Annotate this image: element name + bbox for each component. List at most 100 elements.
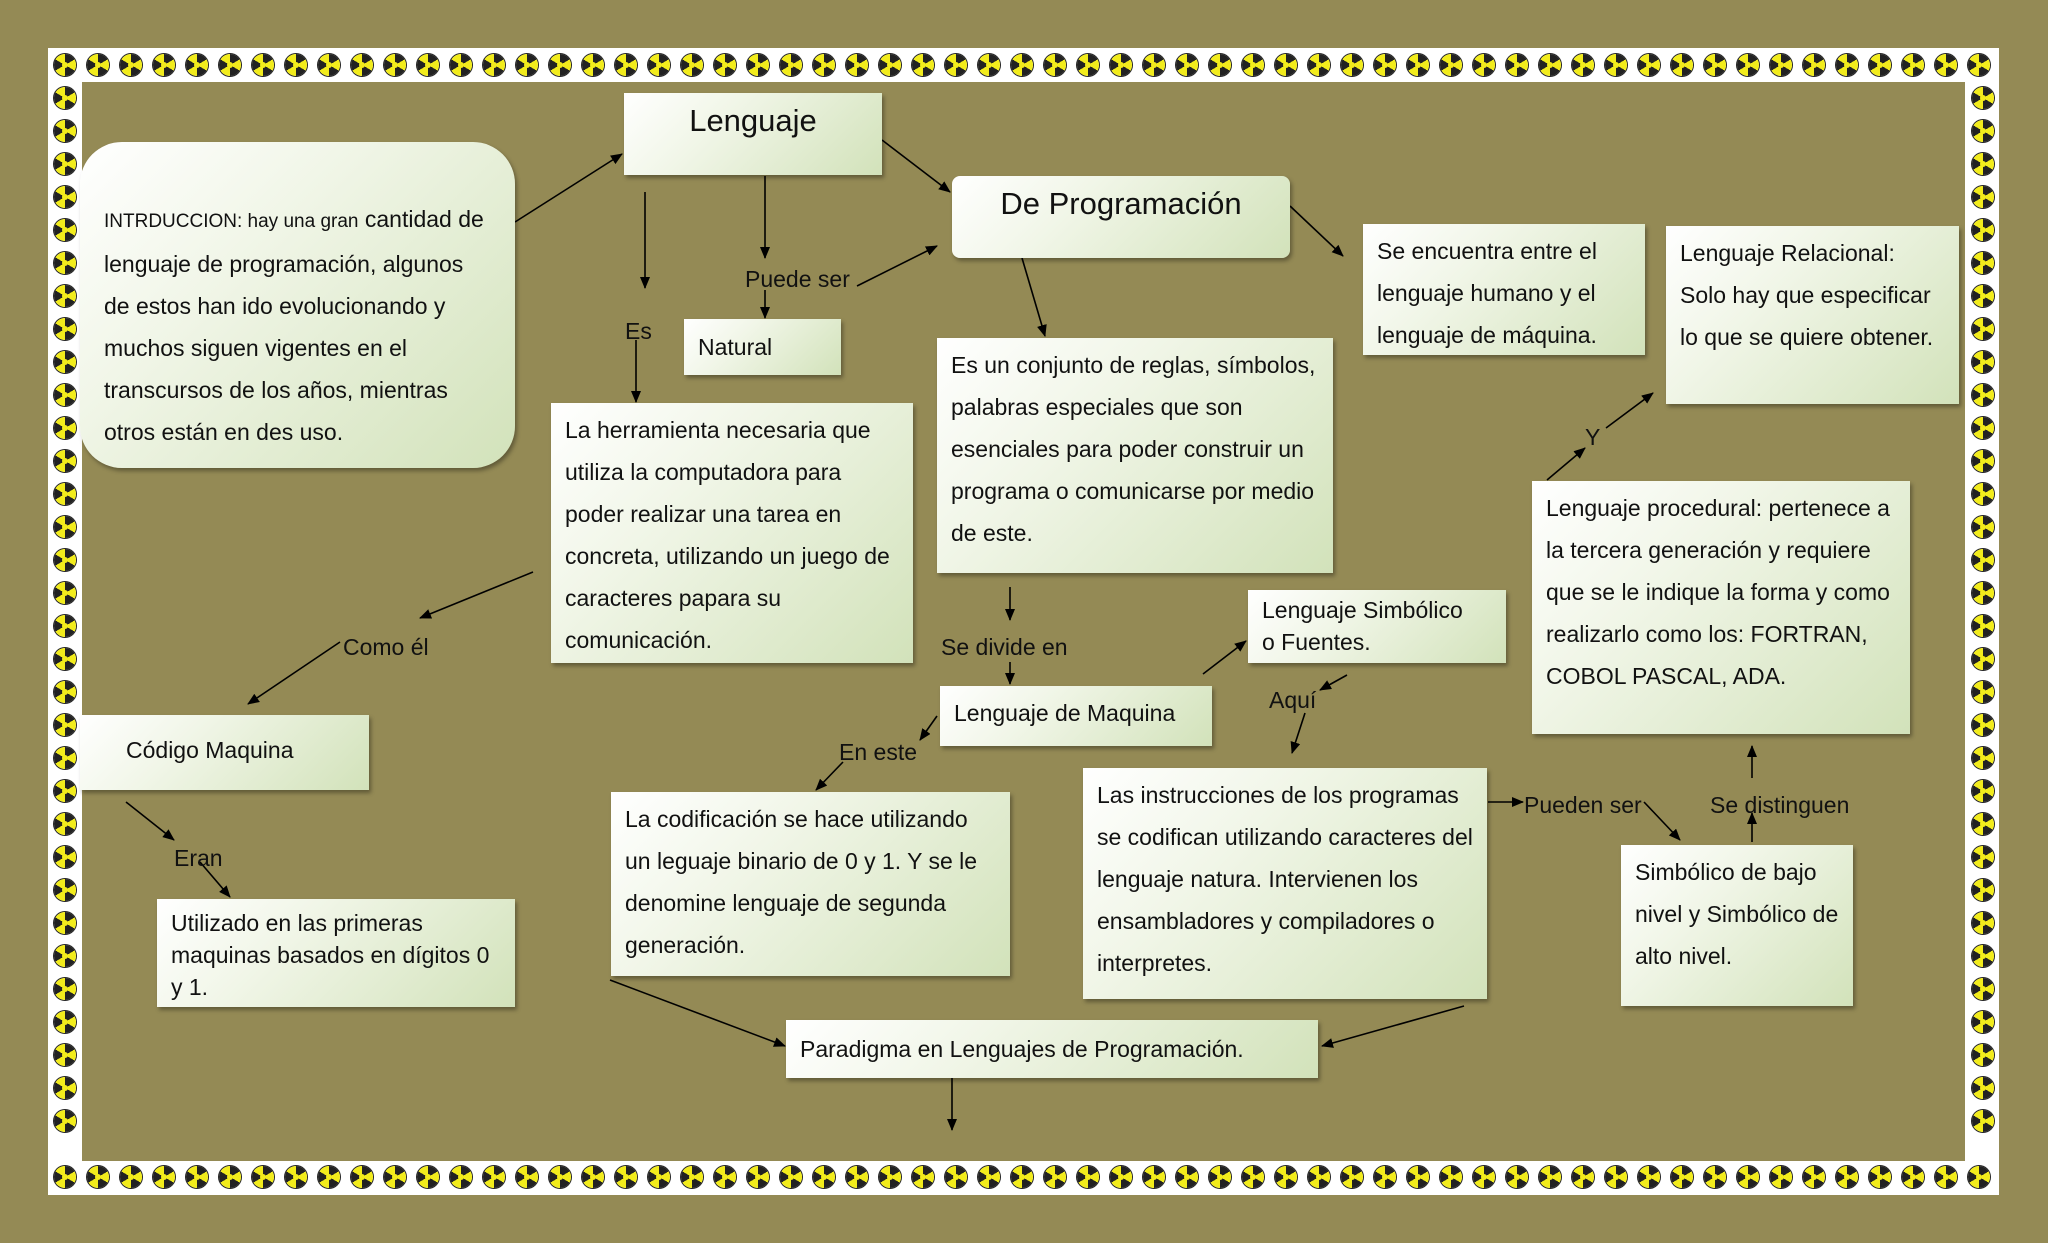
border-badge xyxy=(681,54,703,76)
border-badge xyxy=(54,483,76,505)
border-badge xyxy=(1110,1166,1132,1188)
border-badge xyxy=(1242,54,1264,76)
border-badge xyxy=(54,1044,76,1066)
border-badge xyxy=(54,846,76,868)
border-badge xyxy=(54,450,76,472)
border-badge xyxy=(483,54,505,76)
border-badge xyxy=(483,1166,505,1188)
border-badge xyxy=(879,54,901,76)
border-badge xyxy=(1407,54,1429,76)
border-badge xyxy=(1638,1166,1660,1188)
border-badge xyxy=(1506,1166,1528,1188)
border-badge xyxy=(54,549,76,571)
node-simbolico-fuentes: Lenguaje Simbólico o Fuentes. xyxy=(1248,590,1506,663)
border-badge xyxy=(549,54,571,76)
border-badge xyxy=(1803,1166,1825,1188)
border-badge xyxy=(1275,54,1297,76)
border-badge xyxy=(1972,318,1994,340)
border-badge xyxy=(1440,1166,1462,1188)
border-badge xyxy=(1972,450,1994,472)
border-badge xyxy=(1209,54,1231,76)
border-badge xyxy=(450,1166,472,1188)
border-badge xyxy=(648,54,670,76)
border-badge xyxy=(1972,582,1994,604)
border-badge xyxy=(54,978,76,1000)
border-badge xyxy=(54,351,76,373)
border-badge xyxy=(1143,54,1165,76)
border-badge xyxy=(747,54,769,76)
border-badge xyxy=(714,1166,736,1188)
border-badge xyxy=(846,54,868,76)
border-badge xyxy=(1044,1166,1066,1188)
border-badge xyxy=(1902,1166,1924,1188)
border-badge xyxy=(1972,483,1994,505)
border-badge xyxy=(54,285,76,307)
node-de-programacion: De Programación xyxy=(952,176,1290,258)
border-badge xyxy=(1972,1077,1994,1099)
border-badge xyxy=(54,153,76,175)
border-badge xyxy=(54,219,76,241)
border-badge xyxy=(153,1166,175,1188)
arrow-como-el-to-codigo xyxy=(247,641,341,705)
border-badge xyxy=(1972,813,1994,835)
border-badge xyxy=(945,1166,967,1188)
border-badge xyxy=(384,54,406,76)
border-badge xyxy=(1972,153,1994,175)
arrow-pueden-ser-to-niveles xyxy=(1643,801,1681,841)
border-badge xyxy=(615,1166,637,1188)
border-badge xyxy=(1572,54,1594,76)
border-badge xyxy=(1972,1110,1994,1132)
border-badge xyxy=(1968,54,1990,76)
border-badge xyxy=(1972,351,1994,373)
border-badge xyxy=(516,1166,538,1188)
node-instrucciones: Las instrucciones de los programas se co… xyxy=(1083,768,1487,999)
border-badge xyxy=(1374,54,1396,76)
border-badge xyxy=(1077,54,1099,76)
border-badge xyxy=(780,54,802,76)
border-badge xyxy=(1539,1166,1561,1188)
border-badge xyxy=(1972,714,1994,736)
arrow-codificacion-to-paradigma xyxy=(609,979,786,1047)
arrow-lenguaje-to-programacion xyxy=(881,139,951,193)
border-badge xyxy=(1803,54,1825,76)
border-badge xyxy=(186,54,208,76)
border-badge xyxy=(978,1166,1000,1188)
border-badge xyxy=(1972,846,1994,868)
border-badge xyxy=(54,648,76,670)
border-badge xyxy=(1440,54,1462,76)
border-badge xyxy=(285,54,307,76)
border-badge xyxy=(846,1166,868,1188)
border-badge xyxy=(54,681,76,703)
border-badge xyxy=(1110,54,1132,76)
border-badge xyxy=(1972,681,1994,703)
border-badge xyxy=(1972,549,1994,571)
border-badge xyxy=(1737,54,1759,76)
border-badge xyxy=(1308,54,1330,76)
border-badge xyxy=(1011,1166,1033,1188)
border-badge xyxy=(1638,54,1660,76)
border-badge xyxy=(1077,1166,1099,1188)
border-badge xyxy=(912,54,934,76)
arrow-maquina-to-simbolico xyxy=(1202,640,1247,675)
border-badge xyxy=(252,1166,274,1188)
node-codigo-maquina: Código Maquina xyxy=(80,715,369,790)
arrow-procedural-to-y xyxy=(1546,447,1586,481)
border-badge xyxy=(747,1166,769,1188)
border-badge xyxy=(1836,1166,1858,1188)
label-puede-ser: Puede ser xyxy=(745,266,850,292)
border-badge xyxy=(681,1166,703,1188)
border-badge xyxy=(54,318,76,340)
label-se-distinguen: Se distinguen xyxy=(1710,792,1850,818)
node-lenguaje-maquina: Lenguaje de Maquina xyxy=(940,686,1212,746)
border-badge xyxy=(1869,54,1891,76)
arrow-aqui-to-instrucciones xyxy=(1290,712,1306,754)
border-badge xyxy=(582,54,604,76)
border-badge xyxy=(582,1166,604,1188)
node-conjunto-reglas: Es un conjunto de reglas, símbolos, pala… xyxy=(937,338,1333,573)
border-badge xyxy=(417,54,439,76)
border-badge xyxy=(1473,54,1495,76)
border-badge xyxy=(87,1166,109,1188)
border-badge xyxy=(1341,54,1363,76)
border-badge xyxy=(1972,879,1994,901)
